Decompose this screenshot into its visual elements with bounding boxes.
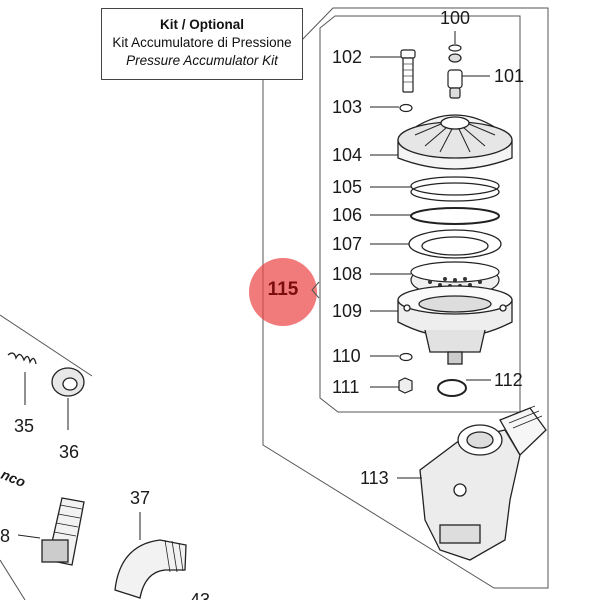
callout-111: 111	[332, 377, 359, 397]
callout-35: 35	[14, 416, 34, 436]
fragment-text: nco	[0, 466, 28, 490]
hotspot-115[interactable]: 115	[249, 258, 317, 326]
kit-name-italian: Kit Accumulatore di Pressione	[112, 35, 292, 50]
part-111-hexnut[interactable]	[370, 377, 413, 394]
callout-110: 110	[332, 346, 361, 366]
part-102-bolt[interactable]	[370, 49, 416, 93]
part-104-cover[interactable]	[370, 114, 513, 170]
callout-36: 36	[59, 442, 79, 462]
part-105-ring[interactable]	[370, 176, 500, 202]
kit-info-box: Kit / Optional Kit Accumulatore di Press…	[101, 8, 303, 80]
callout-37: 37	[130, 488, 150, 508]
part-113-manifold[interactable]	[397, 405, 547, 561]
part-8-hose-fitting[interactable]	[17, 497, 85, 566]
hotspot-label: 115	[267, 279, 299, 300]
callout-103: 103	[332, 97, 362, 117]
part-100-nut[interactable]	[448, 31, 462, 63]
callout-8: 8	[0, 526, 10, 546]
kit-title: Kit / Optional	[160, 17, 244, 32]
callout-100: 100	[440, 8, 470, 28]
part-110-nut[interactable]	[370, 352, 413, 362]
callout-112: 112	[494, 370, 523, 390]
part-37-hose[interactable]	[114, 512, 187, 599]
callout-113: 113	[360, 468, 389, 488]
callout-43: 43	[190, 590, 210, 600]
callout-108: 108	[332, 264, 362, 284]
callout-labels: 100 101 102 103 104 105 106 107 108 109 …	[0, 8, 524, 600]
part-107-diaphragm[interactable]	[370, 229, 502, 259]
callout-105: 105	[332, 177, 362, 197]
part-112-oring[interactable]	[437, 379, 491, 397]
callout-104: 104	[332, 145, 362, 165]
callout-107: 107	[332, 234, 362, 254]
part-35-spring[interactable]	[7, 352, 37, 405]
callout-109: 109	[332, 301, 362, 321]
part-36-cap[interactable]	[51, 367, 85, 430]
part-106-oring[interactable]	[370, 207, 500, 225]
part-101-valve[interactable]	[447, 69, 490, 99]
callout-101: 101	[494, 66, 524, 86]
part-103-washer[interactable]	[370, 103, 413, 113]
part-109-body[interactable]	[370, 285, 513, 365]
callout-102: 102	[332, 47, 362, 67]
callout-106: 106	[332, 205, 362, 225]
kit-name-english: Pressure Accumulator Kit	[126, 53, 278, 68]
